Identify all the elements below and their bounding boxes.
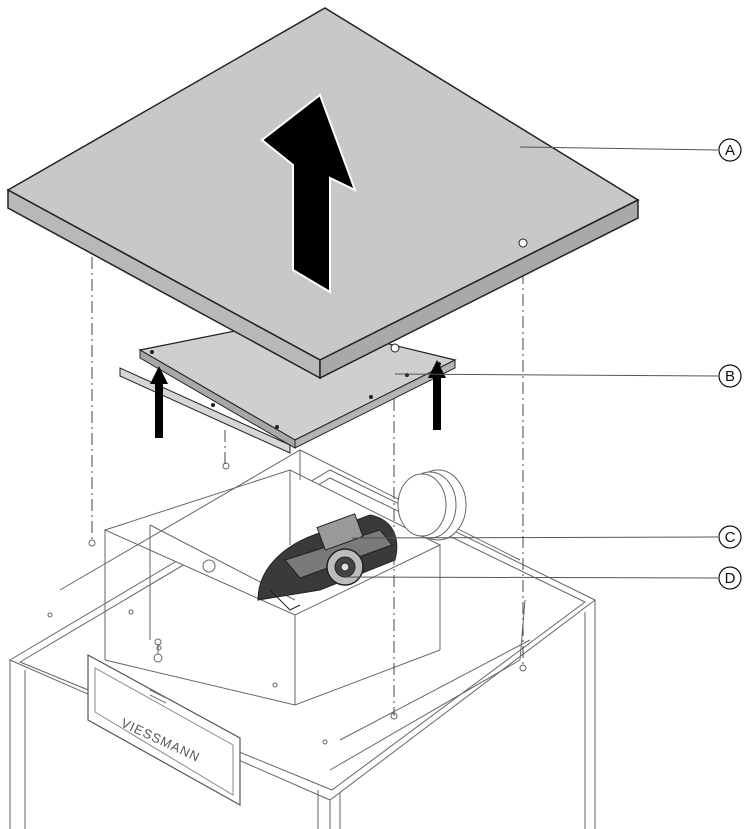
burner-assembly	[257, 513, 398, 611]
callout-B: B	[394, 364, 742, 388]
boiler-housing	[8, 449, 596, 829]
callout-D: D	[345, 566, 742, 590]
alignment-lines	[91, 235, 524, 716]
large-up-arrow-icon	[260, 93, 357, 294]
callout-A: A	[519, 138, 742, 162]
small-up-arrow-left	[150, 366, 168, 438]
callout-D-label: D	[725, 570, 736, 587]
flue-connector	[397, 469, 467, 541]
callout-C-label: C	[725, 529, 736, 546]
callout-C: C	[351, 525, 742, 549]
small-up-arrow-right	[428, 360, 446, 430]
callout-B-label: B	[725, 368, 735, 385]
callout-A-label: A	[725, 142, 735, 159]
